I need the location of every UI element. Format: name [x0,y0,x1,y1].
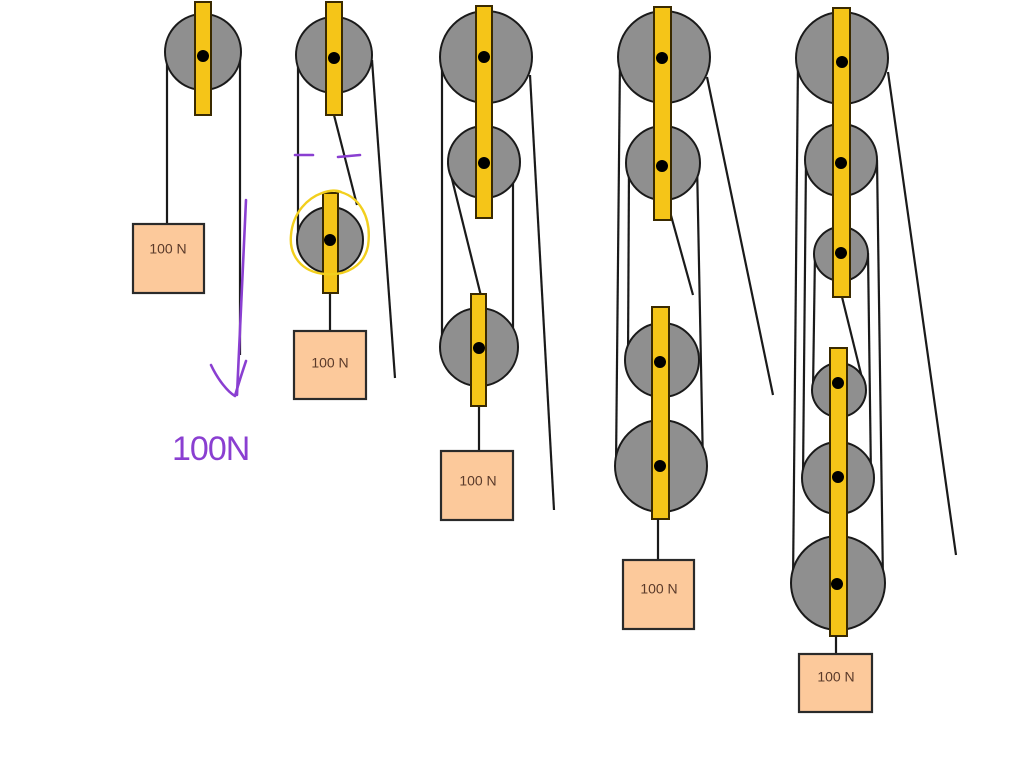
pulley-axle [836,56,848,68]
pulley-axle [835,157,847,169]
pulley-axle [832,377,844,389]
weight-box [797,652,874,714]
movable-pulley-bracket [651,306,670,520]
pulley-axle [473,342,485,354]
weight-label: 100 N [640,581,677,597]
arrow-head-icon [209,359,248,398]
weight-label: 100 N [817,669,854,685]
pulley-system-1: 100 N [131,1,242,355]
pulley-system-4: 100 N [614,6,775,631]
rope-diagonal [446,162,483,297]
pulley-axle [831,578,843,590]
rope-diagonal [840,296,864,379]
weight-box [292,329,368,401]
fixed-pulley-bracket [832,7,851,298]
rope-left-inner [811,252,817,391]
pulley-system-5: 100 N [790,7,958,714]
force-arrow-icon [235,198,248,397]
weight-label: 100 N [149,241,186,257]
rope-left-inner [626,164,631,361]
fixed-pulley-bracket [475,5,493,219]
pulley-system-3: 100 N [439,5,556,522]
pulley-axle [835,247,847,259]
rope-middle [332,114,359,206]
weight-box [131,222,206,295]
movable-pulley-bracket [829,347,848,637]
rope-effort-side [528,74,556,511]
pulley-system-2: 100 N [292,1,397,401]
handwritten-annotations: 100N [172,153,370,468]
rope-left-outer [614,57,622,467]
rope-effort-side [886,71,958,556]
rope-right-inner [695,162,705,467]
pulley-axle [654,460,666,472]
weight-label: 100 N [459,473,496,489]
rope-effort-side [370,59,397,379]
force-label: 100N [172,430,249,468]
pulley-axle [656,160,668,172]
highlight-circle [289,189,370,276]
pulley-axle [478,157,490,169]
rope-effort-side [705,76,775,396]
pulley-axle [654,356,666,368]
cut-mark-right [336,153,362,159]
pulley-axle [656,52,668,64]
pulley-axle [324,234,336,246]
rope-right-middle [875,159,885,584]
pulley-axle [328,52,340,64]
rope-left-middle [801,159,808,479]
pulley-axle [832,471,844,483]
weight-label: 100 N [311,355,348,371]
weight-box [621,558,696,631]
pulley-axle [197,50,209,62]
rope-left-outer [791,59,800,584]
fixed-pulley-bracket [653,6,672,221]
weight-box [439,449,515,522]
pulley-axle [478,51,490,63]
rope-right-inner [866,252,873,479]
